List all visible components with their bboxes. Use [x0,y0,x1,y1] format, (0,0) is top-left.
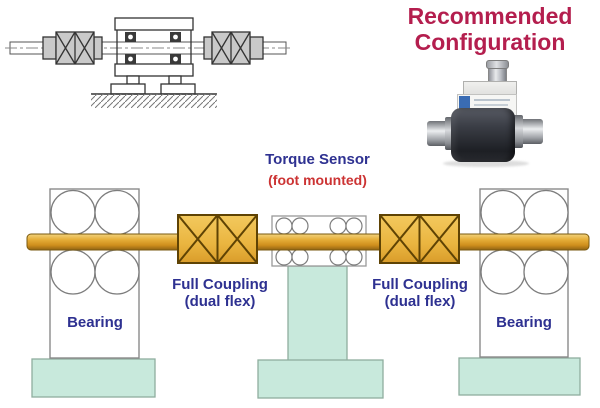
coupling-left-label: Full Coupling (dual flex) [160,276,280,310]
torque-sensor-label: Torque Sensor [265,151,370,168]
torque-sensor-mount-label: (foot mounted) [268,172,367,188]
page-title-line2: Configuration [414,29,566,55]
base-left [31,358,156,398]
bearing-rollers-right [480,189,569,295]
coupling-right-label-line1: Full Coupling [372,276,468,293]
bearing-right-label: Bearing [496,314,552,331]
photo-shadow [443,160,529,167]
bearing-rollers-left [50,189,140,295]
torque-sensor-photo [425,58,575,168]
base-right [458,357,581,396]
shaft [26,233,590,251]
coupling-left-label-line1: Full Coupling [172,276,268,293]
schematic-coupling-right [203,31,264,65]
coupling-left-label-line2: (dual flex) [184,293,256,310]
coupling-right-label-line2: (dual flex) [384,293,456,310]
coupling-right [379,214,460,264]
shaft-train-schematic-drawing [5,17,293,108]
nameplate-logo [459,96,470,113]
sensor-body-drum [451,108,515,162]
schematic-ground [91,93,217,108]
connector-cap-icon [486,60,509,69]
page-title: Recommended Configuration [388,3,592,55]
schematic-bearing-housing [110,17,196,95]
schematic-coupling-left [42,31,103,65]
schematic-bearings [125,32,181,64]
bearing-left-label: Bearing [67,314,123,331]
coupling-right-label: Full Coupling (dual flex) [360,276,480,310]
page-title-line1: Recommended [407,3,573,29]
coupling-left [177,214,258,264]
main-diagram [26,188,590,399]
nameplate-text-line [474,99,510,101]
nameplate-text-line [474,104,508,106]
pedestal-center [257,265,384,399]
